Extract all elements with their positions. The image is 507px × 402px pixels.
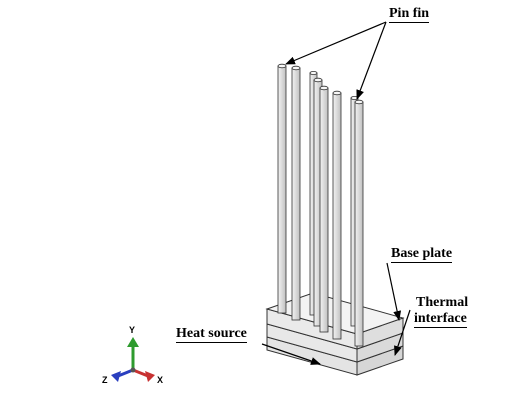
pin-fin-group: [277, 63, 364, 347]
axis-triad-icon: [111, 337, 155, 382]
pin-fin: [291, 65, 301, 321]
axis-x-label: X: [157, 375, 164, 385]
thermal-interface-label-line2: interface: [414, 311, 467, 328]
pin-fin-label: Pin fin: [389, 6, 430, 23]
pin-fin-leader-left: [285, 21, 387, 65]
heat-source-leader: [261, 343, 321, 365]
pin-fin: [277, 63, 287, 314]
thermal-interface-leader: [394, 309, 411, 356]
thermal-interface-label-line1: Thermal: [416, 295, 469, 310]
heat-source-label: Heat source: [176, 326, 247, 343]
axis-z-label: Z: [102, 375, 108, 385]
base-plate-label: Base plate: [391, 246, 453, 263]
base-plate-leader: [386, 262, 402, 321]
pin-fin: [354, 99, 364, 347]
pin-fin: [319, 85, 329, 333]
pin-fin: [332, 90, 342, 340]
callout-lines: [261, 21, 411, 365]
pin-fin-leader-right: [356, 21, 387, 100]
axis-y-label: Y: [129, 325, 136, 335]
